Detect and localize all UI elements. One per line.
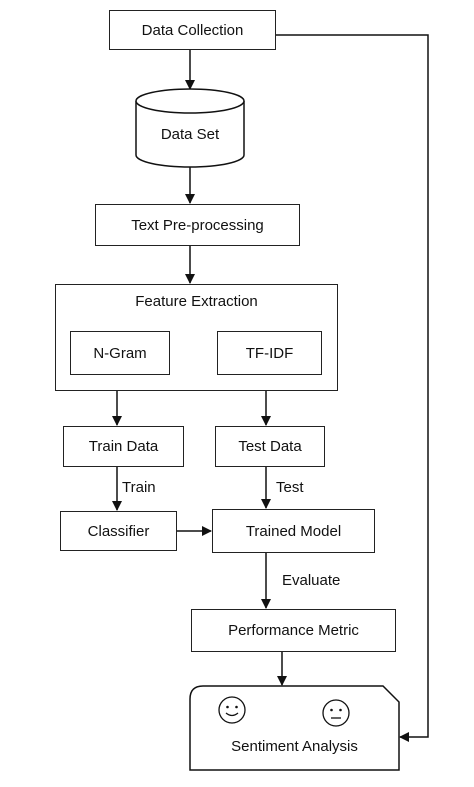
train-edge-label: Train bbox=[122, 479, 156, 496]
test-data-label: Test Data bbox=[238, 438, 302, 455]
data-collection-label: Data Collection bbox=[141, 21, 244, 39]
text-preprocessing-box: Text Pre-processing bbox=[95, 204, 300, 246]
train-data-box: Train Data bbox=[63, 426, 184, 467]
trained-model-label: Trained Model bbox=[245, 522, 342, 540]
ngram-box: N-Gram bbox=[70, 331, 170, 375]
data-set-label: Data Set bbox=[160, 126, 220, 143]
happy-face-icon bbox=[218, 696, 246, 724]
sentiment-analysis-label: Sentiment Analysis bbox=[231, 738, 358, 755]
neutral-face-icon bbox=[322, 699, 350, 727]
evaluate-edge-label: Evaluate bbox=[282, 572, 341, 589]
text-preprocessing-label: Text Pre-processing bbox=[131, 216, 264, 234]
feature-extraction-label: Feature Extraction bbox=[135, 293, 258, 310]
train-data-label: Train Data bbox=[88, 438, 159, 455]
classifier-box: Classifier bbox=[60, 511, 177, 551]
classifier-label: Classifier bbox=[87, 522, 150, 540]
data-collection-box: Data Collection bbox=[109, 10, 276, 50]
trained-model-box: Trained Model bbox=[212, 509, 375, 553]
ngram-label: N-Gram bbox=[93, 344, 147, 362]
performance-metric-label: Performance Metric bbox=[228, 622, 359, 639]
performance-metric-box: Performance Metric bbox=[191, 609, 396, 652]
data-set-cylinder bbox=[135, 88, 245, 168]
arrow-collection-to-sentiment bbox=[276, 34, 429, 742]
tfidf-box: TF-IDF bbox=[217, 331, 322, 375]
test-edge-label: Test bbox=[276, 479, 304, 496]
tfidf-label: TF-IDF bbox=[245, 344, 294, 362]
test-data-box: Test Data bbox=[215, 426, 325, 467]
